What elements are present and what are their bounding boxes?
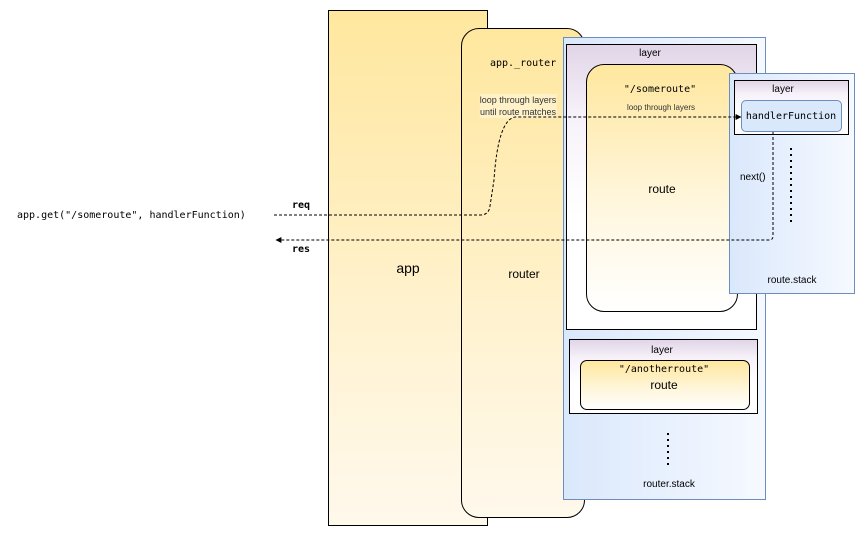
router-loop-note: loop through layers until route matches [479, 94, 557, 118]
route-stack-label: route.stack [767, 275, 817, 286]
handler-function-box [741, 100, 842, 132]
route-loop-note: loop through layers [626, 103, 696, 112]
app-label: app [396, 260, 420, 276]
handler-function-label: handlerFunction [745, 111, 837, 122]
layer-someroute-label: layer [639, 48, 661, 59]
router-stack-label: router.stack [643, 479, 695, 490]
layer-handler-label: layer [772, 84, 794, 95]
router-label: router [508, 267, 540, 281]
response-flow-arrow [275, 132, 774, 243]
router-title: app._router [490, 58, 557, 69]
req-label: req [292, 200, 311, 211]
route-anotherroute-label: route [650, 378, 678, 392]
layer-anotherroute-label: layer [651, 345, 673, 356]
route-someroute-path: "/someroute" [623, 84, 697, 95]
request-flow-arrow [274, 114, 742, 216]
request-code: app.get("/someroute", handlerFunction) [17, 210, 246, 221]
res-label: res [292, 244, 311, 255]
route-someroute-label: route [648, 182, 676, 196]
next-call-label: next() [740, 172, 766, 183]
route-anotherroute-path: "/anotherroute" [618, 364, 710, 375]
route-anotherroute-box [580, 360, 750, 410]
